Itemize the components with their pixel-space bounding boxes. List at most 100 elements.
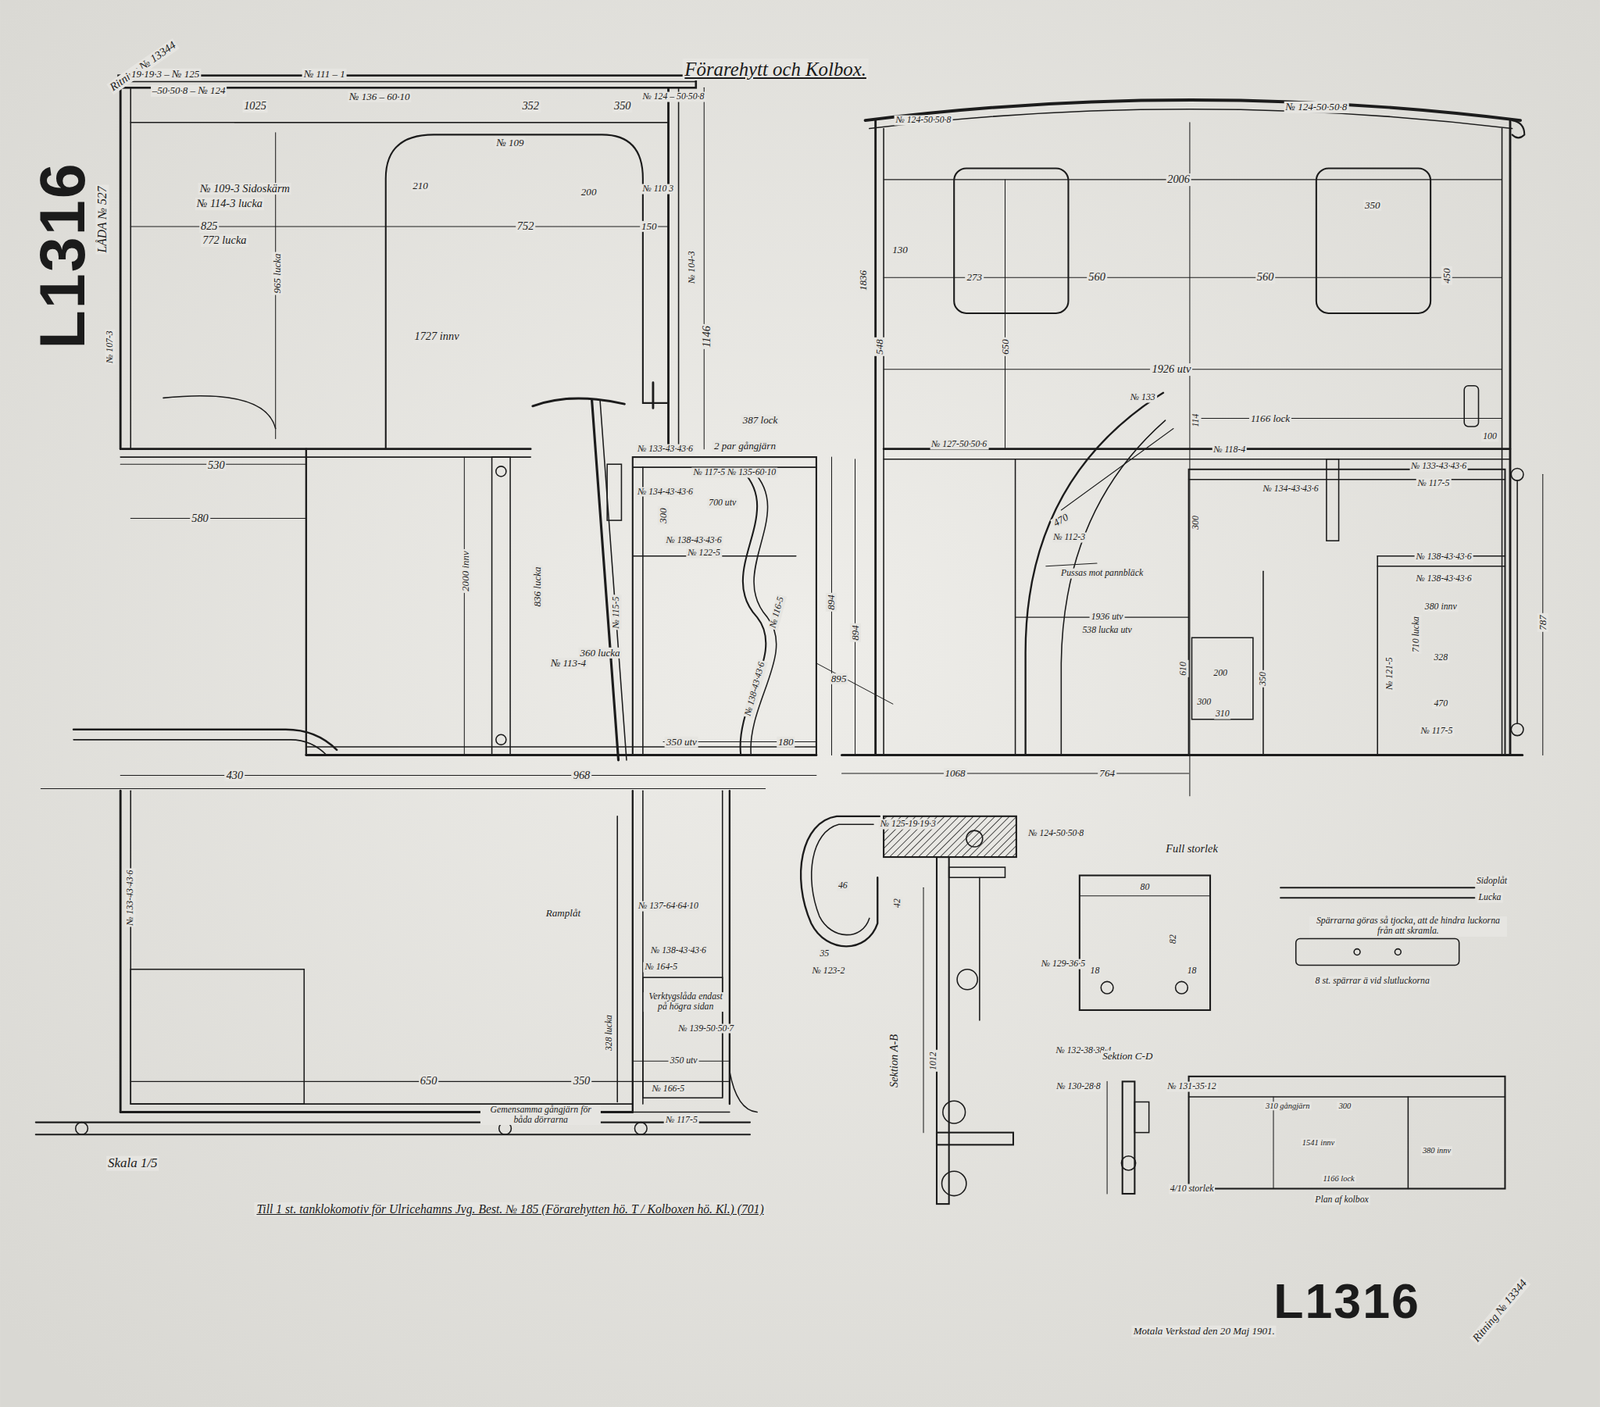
- dimension-label: 580: [189, 512, 211, 525]
- dimension-label: 82: [1168, 932, 1179, 946]
- dimension-label: 310: [1214, 709, 1232, 720]
- dimension-label: 1727 innv: [413, 330, 461, 343]
- dimension-label: 560: [1255, 271, 1276, 284]
- dimension-label: 710 lucka: [1410, 614, 1422, 654]
- dimension-label: Plan af kolbox: [1313, 1195, 1371, 1206]
- dimension-label: 350 utv: [668, 1056, 700, 1067]
- dimension-label: № 136 – 60·10: [347, 91, 412, 103]
- dimension-label: 650: [418, 1075, 440, 1089]
- dimension-label: 8 st. spärrar ä vid slutluckorna: [1314, 976, 1432, 987]
- dimension-label: 610: [1178, 660, 1190, 678]
- dimension-label: № 124 – 50·50·8: [641, 92, 707, 103]
- dimension-label: № 109-3 Sidoskärm: [198, 182, 292, 196]
- dimension-label: 650: [999, 337, 1011, 357]
- dimension-label: № 127-50·50·6: [929, 439, 989, 450]
- dimension-label: 1166 lock: [1249, 412, 1292, 424]
- dimension-label: 836 lucka: [532, 564, 543, 608]
- dimension-label: 300: [1337, 1101, 1354, 1111]
- dimension-label: № 125-19·19·3: [878, 819, 938, 830]
- dimension-label: № 104-3: [686, 249, 697, 285]
- dimension-label: № 139-50·50·7: [676, 1023, 736, 1034]
- dimension-label: 19·19·3 – № 125: [129, 68, 201, 80]
- dimension-label: № 114-3 lucka: [195, 197, 265, 211]
- dimension-label: № 122-5: [686, 547, 722, 558]
- dimension-label: 35: [817, 949, 831, 960]
- dimension-label: 2 par gångjärn: [712, 440, 778, 452]
- dimension-label: 965 lucka: [271, 251, 283, 295]
- dimension-label: 300: [1190, 514, 1201, 532]
- dimension-label: № 117-5: [1419, 726, 1455, 737]
- dimension-label: LÅDA № 527: [95, 184, 109, 254]
- dimension-label: № 115-5: [610, 594, 622, 630]
- dimension-label: 1836: [857, 268, 869, 293]
- dimension-label: 894: [849, 623, 861, 643]
- dimension-label: Sektion A-B: [889, 1032, 902, 1090]
- drawing-number: L1316: [28, 160, 98, 351]
- dimension-label: № 129-36·5: [1039, 959, 1087, 970]
- dimension-label: 560: [1086, 271, 1108, 284]
- dimension-label: № 121-5: [1384, 655, 1395, 691]
- dimension-label: 380 innv: [1423, 602, 1459, 613]
- dimension-label: 1146: [700, 324, 714, 350]
- dimension-label: Full storlek: [1164, 842, 1220, 856]
- dimension-label: 42: [892, 896, 904, 910]
- dimension-label: Lucka: [1477, 892, 1504, 904]
- dimension-label: 200: [1211, 668, 1229, 679]
- dimension-label: № 131-35·12: [1166, 1082, 1218, 1093]
- dimension-label: № 111 – 1: [302, 68, 347, 80]
- dimension-label: № 110 3: [641, 183, 676, 194]
- drawing-number: L1316: [1271, 1274, 1422, 1329]
- dimension-label: № 164-5: [643, 962, 679, 973]
- dimension-label: № 109: [494, 137, 525, 149]
- dimension-label: Pussas mot pannbläck: [1059, 568, 1145, 579]
- dimension-label: № 138-43·43·6: [1414, 573, 1474, 584]
- dimension-label: № 117-5 № 135-60·10: [692, 467, 779, 478]
- dimension-label: Gemensamma gångjärn för båda dörrarna: [480, 1105, 601, 1126]
- dimension-label: 18: [1089, 966, 1102, 977]
- dimension-label: 328: [1432, 653, 1450, 664]
- dimension-label: 200: [579, 185, 599, 197]
- drawing-caption: Till 1 st. tanklokomotiv för Ulricehamns…: [253, 1202, 766, 1217]
- dimension-label: № 130-28·8: [1055, 1082, 1103, 1093]
- dimension-label: № 116-5: [767, 593, 787, 630]
- dimension-label: Ramplåt: [544, 907, 583, 919]
- dimension-label: 350: [1258, 670, 1269, 688]
- dimension-label: № 117-5: [664, 1115, 700, 1126]
- dimension-label: 300: [1195, 696, 1213, 708]
- dimension-label: № 133-43·43·6: [125, 868, 136, 928]
- dimension-label: № 124-50·50·8: [1284, 101, 1350, 113]
- dimension-label: 1025: [242, 100, 268, 113]
- dimension-label: № 133-43·43·6: [1409, 460, 1468, 472]
- dimension-label: 2006: [1165, 173, 1192, 186]
- dimension-label: № 133-43·43·6: [635, 443, 695, 454]
- dimension-label: 1541 innv: [1300, 1138, 1336, 1147]
- dimension-label: Motala Verkstad den 20 Maj 1901.: [1132, 1325, 1277, 1337]
- dimension-label: 1166 lock: [1321, 1174, 1357, 1183]
- dimension-label: 1926 utv: [1150, 363, 1193, 376]
- dimension-label: № 138-43·43·6: [649, 946, 708, 957]
- dimension-label: 273: [965, 271, 985, 283]
- dimension-label: № 133: [1128, 392, 1158, 404]
- dimension-label: 114: [1190, 412, 1201, 429]
- dimension-label: № 166-5: [650, 1083, 686, 1094]
- dimension-label: Sektion C-D: [1100, 1050, 1154, 1062]
- dimension-label: 1012: [928, 1050, 940, 1073]
- dimension-label: 764: [1097, 767, 1117, 779]
- dimension-label: № 134-43·43·6: [635, 486, 695, 497]
- dimension-label: 350 utv: [664, 735, 699, 747]
- dimension-label: № 112-3: [1052, 532, 1088, 543]
- dimension-label: № 113-4: [549, 657, 588, 669]
- dimension-label: № 107-3: [105, 328, 116, 365]
- dimension-label: 530: [206, 459, 227, 472]
- dimension-label: 700 utv: [707, 497, 738, 508]
- dimension-label: № 134-43·43·6: [1261, 483, 1321, 494]
- dimension-label: № 138-43·43·6: [742, 659, 768, 719]
- dimension-label: 895: [829, 672, 849, 684]
- dimension-label: Sidoplåt: [1475, 876, 1509, 887]
- dimension-label: 350: [612, 100, 633, 113]
- dimension-label: 2000 innv: [459, 550, 471, 594]
- dimension-label: 310 gångjärn: [1264, 1101, 1312, 1111]
- dimension-label: Verktygslåda endast på högra sidan: [642, 992, 728, 1013]
- dimension-label: 470: [1432, 699, 1450, 710]
